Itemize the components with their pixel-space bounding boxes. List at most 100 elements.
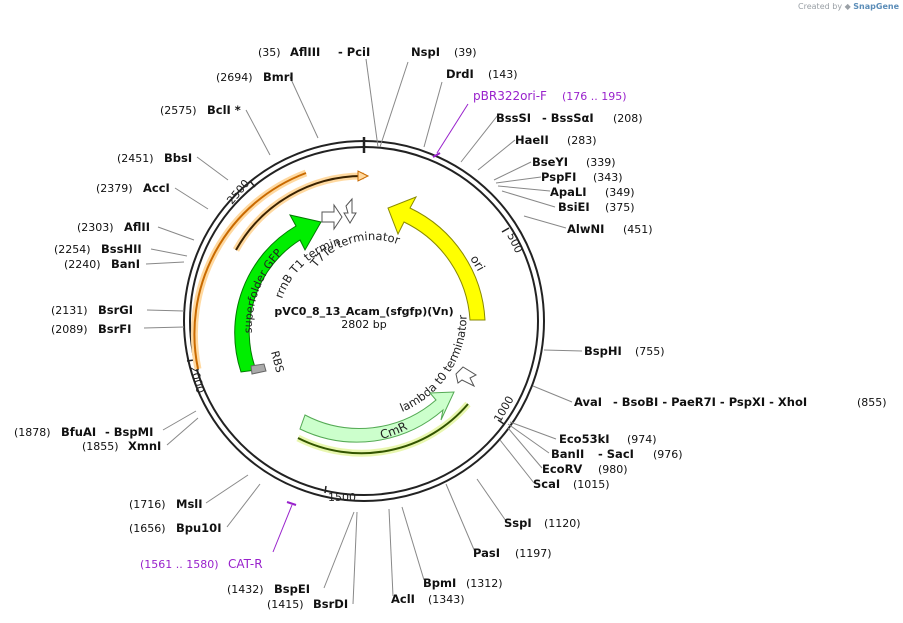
site-nspi-position: (39) [454,46,477,59]
site-bpu10i-name: Bpu10I [176,521,221,535]
site-avai-extra: - BsoBI - PaeR7I - PspXI - XhoI [613,395,807,409]
feature-t7te-terminator[interactable]: T7Te terminator [307,197,402,271]
site-alwni[interactable]: AlwNI (451) [567,222,653,236]
site-avai[interactable]: AvaI - BsoBI - PaeR7I - PspXI - XhoI (85… [574,395,887,409]
snapgene-logo-icon: ◆ [844,2,851,11]
selected-range-arc [190,169,471,457]
site-afliii[interactable]: (35) AflIII - PciI [258,45,370,59]
primer-pbr322ori-f-leader [436,103,469,154]
site-bpmi[interactable]: BpmI (1312) [423,576,503,590]
site-bsrfi[interactable]: (2089) BsrFI [51,322,131,336]
feature-rbs[interactable]: RBS [250,349,286,375]
site-bbsi-name: BbsI [164,151,192,165]
site-bmri-position: (2694) [216,71,253,84]
site-bseyi-name: BseYI [532,155,568,169]
site-sspi[interactable]: SspI (1120) [504,516,581,530]
plasmid-name: pVC0_8_13_Acam_(sfgfp)(Vn) [274,305,453,318]
site-bsiei-name: BsiEI [558,200,590,214]
site-haeii[interactable]: HaeII (283) [515,133,597,147]
site-bsrdi-name: BsrDI [313,597,348,611]
site-bsssi-name: BssSI [496,111,531,125]
site-drdi[interactable]: DrdI (143) [446,67,518,81]
site-bani-position: (2240) [64,258,101,271]
site-bseyi[interactable]: BseYI (339) [532,155,616,169]
primer-cat-r[interactable]: (1561 .. 1580) CAT-R [140,557,263,571]
site-xmni-position: (1855) [82,440,119,453]
site-pspfi-name: PspFI [541,170,576,184]
site-haeii-name: HaeII [515,133,549,147]
site-acci-position: (2379) [96,182,133,195]
site-banii[interactable]: BanII - SacI (976) [551,447,683,461]
site-msli-position: (1716) [129,498,166,511]
site-scai[interactable]: ScaI (1015) [533,477,610,491]
site-haeii-position: (283) [567,134,597,147]
site-bbsi-position: (2451) [117,152,154,165]
site-bsrfi-name: BsrFI [98,322,131,336]
site-bsshii[interactable]: (2254) BssHII [54,242,142,256]
site-ecorv[interactable]: EcoRV (980) [542,462,628,476]
site-bfuai[interactable]: (1878) BfuAI - BspMI [14,425,153,439]
site-acci-name: AccI [143,181,170,195]
feature-rbs-label: RBS [268,349,286,374]
site-bpmi-name: BpmI [423,576,456,590]
site-bmri[interactable]: (2694) BmrI [216,70,294,84]
site-banii-position: (976) [653,448,683,461]
tick-2000 [186,359,195,362]
site-xmni[interactable]: (1855) XmnI [82,439,161,453]
primer-pbr322ori-f-range: (176 .. 195) [562,90,627,103]
site-nspi[interactable]: NspI (39) [411,45,477,59]
site-bsssi[interactable]: BssSI - BssSαI (208) [496,111,643,125]
site-bsphi-position: (755) [635,345,665,358]
site-bsiei[interactable]: BsiEI (375) [558,200,635,214]
site-bpu10i[interactable]: (1656) Bpu10I [129,521,221,535]
site-msli[interactable]: (1716) MslI [129,497,203,511]
site-avai-position: (855) [857,396,887,409]
site-bsrdi[interactable]: (1415) BsrDI [267,597,348,611]
tick-1500 [324,485,327,494]
site-scai-position: (1015) [573,478,610,491]
site-bsrdi-position: (1415) [267,598,304,611]
site-banii-name: BanII [551,447,584,461]
site-bseyi-position: (339) [586,156,616,169]
site-bsshii-name: BssHII [101,242,142,256]
site-apali[interactable]: ApaLI (349) [550,185,635,199]
site-sspi-name: SspI [504,516,532,530]
rbs-marker [250,363,267,375]
primer-pbr322ori-f[interactable]: pBR322ori-F (176 .. 195) [473,89,627,103]
site-drdi-position: (143) [488,68,518,81]
site-pasi[interactable]: PasI (1197) [473,546,552,560]
tick-label-1500: 1500 [328,491,356,504]
site-aflii[interactable]: (2303) AflII [77,220,150,234]
site-aflii-name: AflII [124,220,150,234]
feature-ori[interactable]: ori [387,196,488,321]
primer-markers [272,103,469,553]
site-bsphi-name: BspHI [584,344,622,358]
site-acci[interactable]: (2379) AccI [96,181,170,195]
site-leader-lines [143,58,583,605]
site-bcli[interactable]: (2575) BclI * [160,103,241,117]
site-bani[interactable]: (2240) BanI [64,257,140,271]
sites-left: (35) AflIII - PciI (2694) BmrI (2575) Bc… [14,45,370,611]
site-eco53ki-name: Eco53kI [559,432,610,446]
site-eco53ki[interactable]: Eco53kI (974) [559,432,657,446]
site-bspei[interactable]: (1432) BspEI [227,582,310,596]
site-bpu10i-position: (1656) [129,522,166,535]
site-aflii-position: (2303) [77,221,114,234]
site-msli-name: MslI [176,497,203,511]
site-bsphi[interactable]: BspHI (755) [584,344,665,358]
site-xmni-name: XmnI [128,439,161,453]
site-bbsi[interactable]: (2451) BbsI [117,151,192,165]
site-bfuai-name: BfuAI [61,425,96,439]
watermark-created-by: Created by [798,2,843,11]
watermark-brand: SnapGene [853,2,899,11]
site-apali-name: ApaLI [550,185,587,199]
site-bsiei-position: (375) [605,201,635,214]
sites-right: NspI (39) DrdI (143) BssSI - BssSαI (208… [391,45,887,606]
site-bsrfi-position: (2089) [51,323,88,336]
site-alwni-name: AlwNI [567,222,604,236]
site-bsrgi[interactable]: (2131) BsrGI [51,303,133,317]
site-acli[interactable]: AclI (1343) [391,592,465,606]
site-bfuai-position: (1878) [14,426,51,439]
site-pspfi[interactable]: PspFI (343) [541,170,623,184]
site-bsssi-position: (208) [613,112,643,125]
